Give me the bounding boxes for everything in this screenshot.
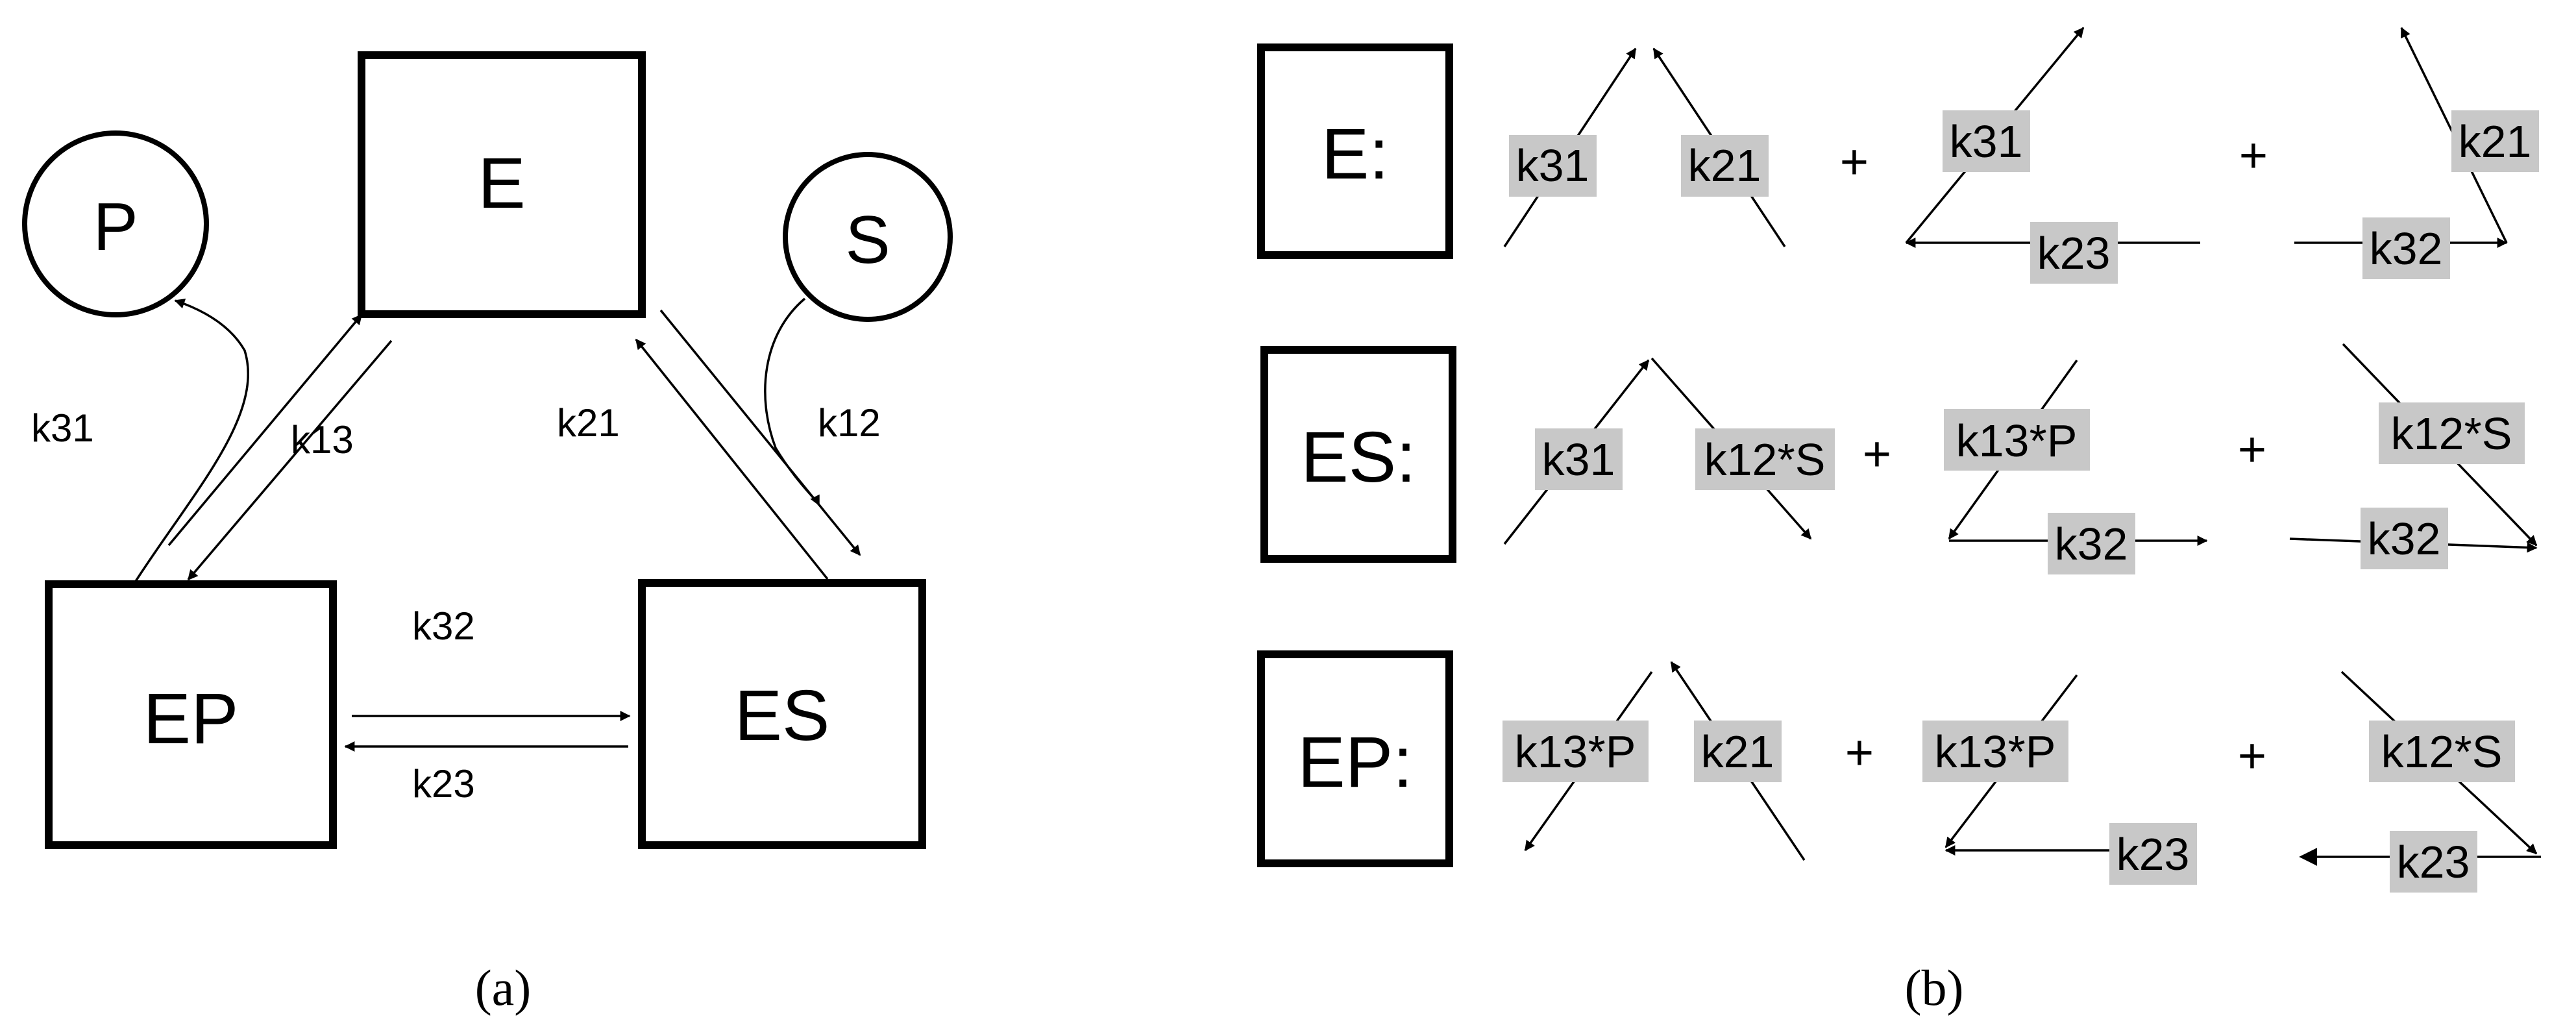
rate-tag: k13*P — [1956, 415, 2078, 466]
node-es: ES — [638, 579, 926, 849]
row-label-e: E: — [1321, 114, 1389, 194]
term-e-1: k31 k21 — [1503, 47, 1786, 247]
term-ep-2: k13*P k23 — [1922, 674, 2197, 885]
node-s-label: S — [845, 203, 890, 278]
rate-tag: k13*P — [1935, 726, 2056, 777]
rate-tag: k12*S — [2381, 726, 2503, 777]
panel-b: E: ES: EP: + + + + + + k31 k21 — [1257, 27, 2541, 1016]
rate-tag: k12*S — [2391, 408, 2512, 459]
term-ep-3: k12*S k23 — [2299, 671, 2541, 893]
term-es-1: k31 k12*S — [1503, 357, 1835, 545]
rate-tag: k32 — [2368, 513, 2441, 564]
node-ep: EP — [45, 580, 337, 849]
panel-a: E EP ES P S k31 k13 k21 k12 k32 — [22, 51, 953, 1016]
row-label-es: ES: — [1301, 417, 1416, 497]
rate-tag: k23 — [2397, 837, 2470, 887]
node-e: E — [358, 51, 646, 318]
rate-tag: k31 — [1516, 140, 1589, 191]
plus-sign: + — [1863, 426, 1891, 482]
rate-tag: k21 — [1701, 726, 1774, 777]
plus-sign: + — [1840, 134, 1869, 190]
edge-ep-to-p — [132, 299, 249, 585]
rate-tag: k32 — [2055, 519, 2128, 569]
rate-label-k13: k13 — [291, 418, 354, 462]
row-box-ep: EP: — [1257, 650, 1453, 867]
rate-label-k31: k31 — [31, 406, 94, 450]
rate-tag: k13*P — [1515, 726, 1636, 777]
caption-b: (b) — [1905, 959, 1964, 1016]
node-p: P — [22, 130, 209, 317]
caption-a: (a) — [475, 959, 532, 1016]
rate-tag: k31 — [1950, 116, 2023, 167]
plus-sign: + — [2238, 728, 2266, 783]
edge-s-to-es — [764, 297, 820, 506]
node-e-label: E — [478, 143, 525, 223]
row-box-es: ES: — [1260, 346, 1456, 563]
rate-label-k21: k21 — [557, 401, 620, 445]
rate-tag: k21 — [2459, 116, 2532, 167]
rate-tag: k12*S — [1704, 434, 1826, 485]
row-box-e: E: — [1257, 43, 1453, 259]
term-es-3: k12*S k32 — [2289, 343, 2538, 569]
plus-sign: + — [2239, 128, 2268, 183]
edge-e-to-ep — [187, 339, 393, 581]
plus-sign: + — [2238, 422, 2266, 477]
rate-label-k32: k32 — [412, 604, 475, 648]
rate-tag: k23 — [2116, 829, 2190, 880]
rate-label-k12: k12 — [818, 401, 881, 445]
node-p-label: P — [93, 190, 138, 265]
node-ep-label: EP — [143, 679, 239, 759]
rate-tag: k31 — [1542, 434, 1615, 485]
term-e-3: k21 k32 — [2294, 27, 2539, 279]
term-e-2: k31 k23 — [1905, 27, 2200, 284]
edge-es-to-e — [635, 338, 829, 580]
rate-tag: k32 — [2370, 223, 2443, 274]
term-es-2: k13*P k32 — [1944, 359, 2208, 574]
rate-tag: k21 — [1688, 140, 1761, 191]
node-es-label: ES — [735, 676, 830, 756]
edge-e-to-es — [659, 309, 861, 556]
rate-label-k23: k23 — [412, 762, 475, 806]
plus-sign: + — [1845, 725, 1874, 780]
row-label-ep: EP: — [1297, 722, 1412, 802]
edge-ep-to-e — [167, 314, 363, 547]
term-ep-1: k13*P k21 — [1503, 661, 1806, 861]
rate-tag: k23 — [2037, 228, 2111, 278]
node-s: S — [783, 152, 953, 322]
